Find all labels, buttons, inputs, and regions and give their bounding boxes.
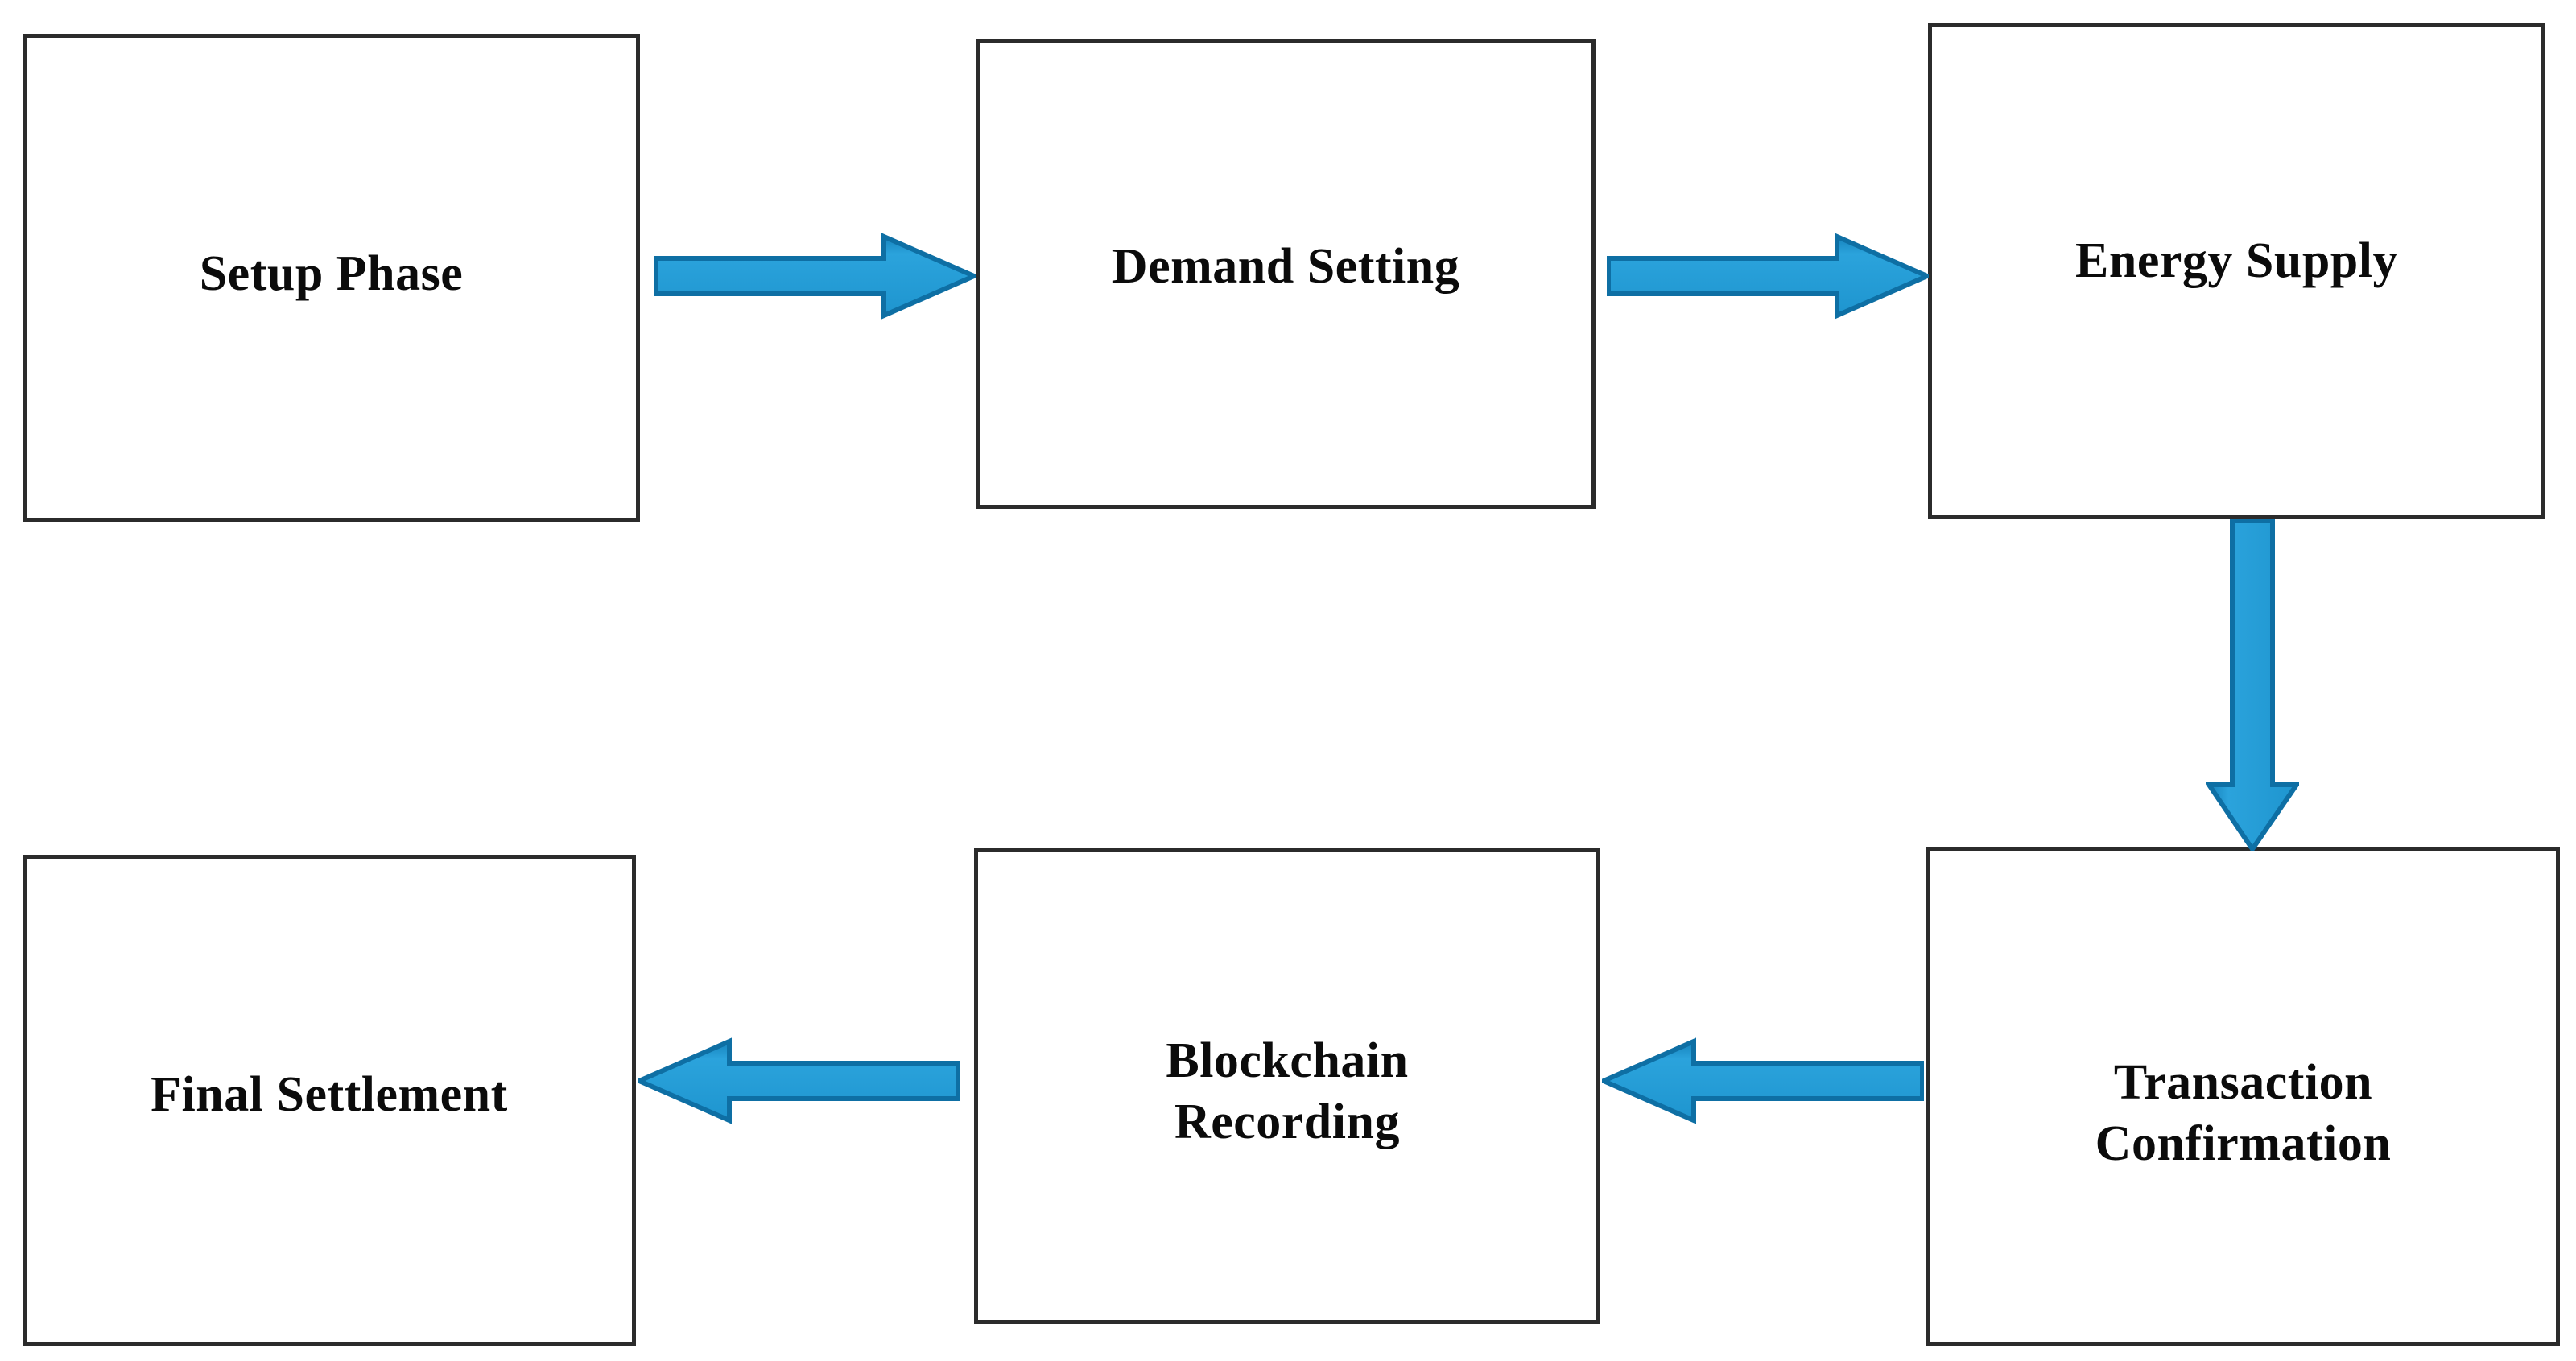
node-label-transaction-confirmation: Transaction Confirmation xyxy=(2095,1055,2392,1171)
node-label-blockchain-recording: Blockchain Recording xyxy=(1166,1033,1409,1149)
arrow-down-icon-energy-to-transaction xyxy=(2206,519,2299,851)
process-node-blockchain-recording[interactable]: Blockchain Recording xyxy=(974,848,1600,1324)
process-node-final-settlement[interactable]: Final Settlement xyxy=(23,855,636,1346)
arrow-right-icon-demand-to-energy xyxy=(1607,233,1929,320)
process-node-transaction-confirmation[interactable]: Transaction Confirmation xyxy=(1926,847,2560,1346)
process-node-setup-phase[interactable]: Setup Phase xyxy=(23,34,640,522)
node-label-final-settlement: Final Settlement xyxy=(151,1067,508,1123)
arrow-left-icon-transaction-to-blockchain xyxy=(1602,1037,1924,1124)
node-label-demand-setting: Demand Setting xyxy=(1111,239,1460,295)
arrow-right-icon-setup-to-demand xyxy=(654,233,976,320)
node-label-energy-supply: Energy Supply xyxy=(2074,233,2399,288)
arrow-left-icon-blockchain-to-final xyxy=(638,1037,960,1124)
process-node-energy-supply[interactable]: Energy Supply xyxy=(1928,23,2545,519)
process-node-demand-setting[interactable]: Demand Setting xyxy=(976,39,1596,509)
node-label-setup-phase: Setup Phase xyxy=(199,246,464,302)
